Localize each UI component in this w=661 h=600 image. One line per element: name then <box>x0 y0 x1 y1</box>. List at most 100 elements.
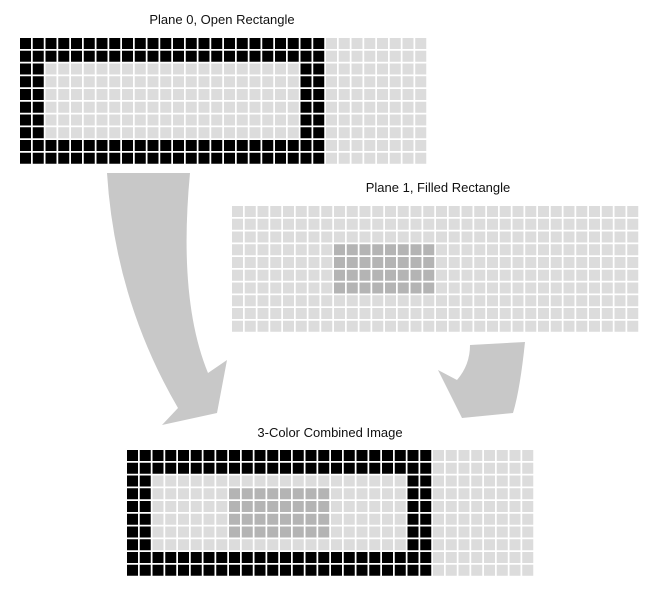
pixel-plane0 <box>407 552 419 563</box>
pixel-off <box>369 501 381 512</box>
pixel-off <box>522 488 534 500</box>
pixel-off <box>236 63 248 75</box>
pixel-off <box>254 475 266 487</box>
pixel-plane0 <box>127 501 138 512</box>
pixel-off <box>538 282 549 294</box>
pixel-off <box>589 231 600 243</box>
pixel-off <box>382 488 393 500</box>
pixel-off <box>249 63 261 75</box>
pixel-off <box>402 76 414 88</box>
pixel-off <box>203 513 215 525</box>
pixel-off <box>283 269 294 281</box>
pixel-off <box>525 295 537 307</box>
pixel-plane0 <box>343 462 355 474</box>
pixel-off <box>445 513 457 525</box>
pixel-off <box>356 501 368 512</box>
pixel-off <box>474 218 486 230</box>
pixel-on <box>147 38 159 49</box>
pixel-off <box>499 244 511 256</box>
pixel-off <box>389 63 401 75</box>
pixel-off <box>147 127 159 139</box>
pixel-off <box>249 114 261 126</box>
pixel-on <box>249 140 261 151</box>
pixel-on <box>262 140 274 151</box>
pixel-off <box>627 257 639 268</box>
pixel-off <box>436 231 447 243</box>
pixel-off <box>423 231 435 243</box>
pixel-plane0 <box>407 526 419 538</box>
pixel-off <box>292 539 304 551</box>
pixel-off <box>433 526 444 538</box>
pixel-off <box>471 475 483 487</box>
pixel-off <box>433 501 444 512</box>
pixel-off <box>211 63 223 75</box>
pixel-off <box>308 218 320 230</box>
pixel-off <box>244 308 256 319</box>
pixel-off <box>160 63 172 75</box>
pixel-on <box>287 152 299 164</box>
pixel-off <box>402 38 414 49</box>
pixel-off <box>321 231 333 243</box>
pixel-off <box>601 282 613 294</box>
pixel-off <box>321 320 333 332</box>
pixel-on <box>109 152 121 164</box>
pixel-off <box>394 488 406 500</box>
pixel-plane0 <box>292 552 304 563</box>
pixel-off <box>525 257 537 268</box>
pixel-off <box>499 218 511 230</box>
pixel-off <box>512 308 524 319</box>
pixel-plane0 <box>267 462 279 474</box>
pixel-off <box>185 114 197 126</box>
pixel-plane0 <box>356 552 368 563</box>
pixel-off <box>287 63 299 75</box>
pixel-off <box>71 127 82 139</box>
pixel-off <box>364 89 376 100</box>
pixel-off <box>334 320 345 332</box>
pixel-plane0 <box>178 552 189 563</box>
pixel-off <box>496 462 508 474</box>
pixel-plane0 <box>420 501 432 512</box>
pixel-on <box>275 50 286 62</box>
pixel-off <box>525 282 537 294</box>
pixel-plane0 <box>420 526 432 538</box>
pixel-on <box>359 244 371 256</box>
pixel-plane0 <box>267 552 279 563</box>
pixel-off <box>270 218 282 230</box>
pixel-off <box>244 320 256 332</box>
pixel-plane0 <box>331 450 342 461</box>
pixel-off <box>589 269 600 281</box>
pixel-plane1 <box>229 501 240 512</box>
pixel-off <box>295 282 307 294</box>
pixel-on <box>45 50 57 62</box>
pixel-off <box>147 76 159 88</box>
pixel-plane0 <box>369 462 381 474</box>
pixel-off <box>436 244 447 256</box>
pixel-off <box>433 475 444 487</box>
pixel-off <box>338 101 350 113</box>
pixel-off <box>305 539 317 551</box>
pixel-on <box>58 152 70 164</box>
pixel-off <box>445 488 457 500</box>
pixel-plane1 <box>292 488 304 500</box>
pixel-off <box>614 320 626 332</box>
pixel-off <box>499 231 511 243</box>
pixel-plane1 <box>305 501 317 512</box>
pixel-off <box>275 63 286 75</box>
pixel-off <box>389 76 401 88</box>
pixel-off <box>484 488 495 500</box>
pixel-off <box>550 269 562 281</box>
combined-title: 3-Color Combined Image <box>257 425 403 440</box>
pixel-plane0 <box>420 462 432 474</box>
pixel-plane0 <box>229 552 240 563</box>
pixel-off <box>178 526 189 538</box>
pixel-plane0 <box>292 450 304 461</box>
pixel-plane0 <box>165 552 177 563</box>
pixel-off <box>283 320 294 332</box>
pixel-off <box>402 152 414 164</box>
pixel-off <box>538 308 549 319</box>
pixel-off <box>402 63 414 75</box>
pixel-off <box>601 308 613 319</box>
pixel-off <box>389 140 401 151</box>
pixel-on <box>249 50 261 62</box>
pixel-on <box>32 101 44 113</box>
